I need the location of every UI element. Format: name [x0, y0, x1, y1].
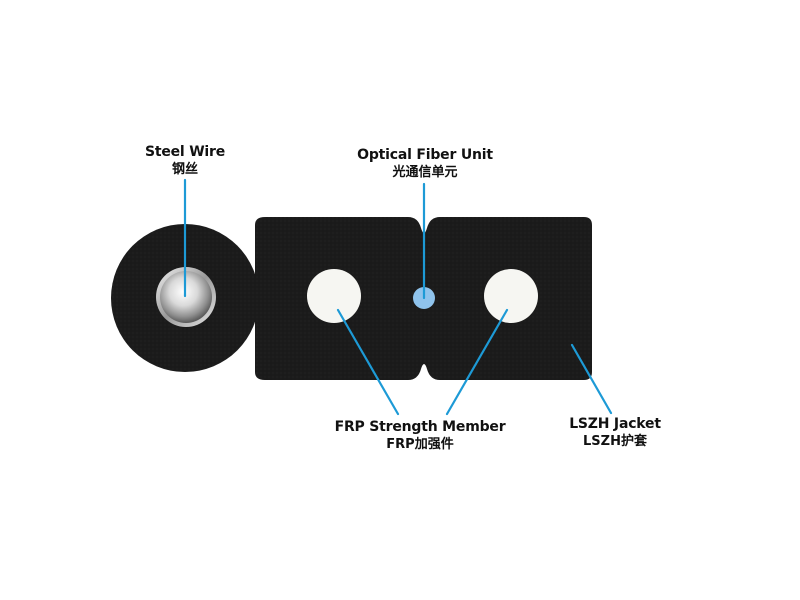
label-frp-strength-member-zh: FRP加强件 [386, 437, 454, 452]
leader-line-frp-left [336, 308, 400, 416]
label-optical-fiber-unit-en: Optical Fiber Unit [357, 147, 493, 163]
label-frp-strength-member-en: FRP Strength Member [334, 419, 506, 435]
leader-line-lszh-jacket [570, 343, 613, 415]
frp-strength-member-right [484, 269, 538, 323]
steel-wire [160, 271, 212, 323]
label-steel-wire-en: Steel Wire [144, 144, 226, 160]
messenger-section [111, 224, 267, 372]
label-steel-wire-zh: 钢丝 [171, 162, 198, 177]
label-frp-strength-member: FRP Strength Member FRP加强件 [330, 419, 510, 453]
label-lszh-jacket: LSZH Jacket LSZH护套 [555, 416, 675, 450]
label-lszh-jacket-en: LSZH Jacket [569, 416, 661, 432]
label-lszh-jacket-zh: LSZH护套 [583, 434, 647, 449]
label-optical-fiber-unit: Optical Fiber Unit 光通信单元 [340, 147, 510, 181]
leader-line-frp-right [445, 308, 509, 416]
frp-strength-member-left [307, 269, 361, 323]
label-steel-wire: Steel Wire 钢丝 [135, 144, 235, 178]
label-optical-fiber-unit-zh: 光通信单元 [392, 165, 458, 180]
leader-lines [183, 178, 613, 416]
